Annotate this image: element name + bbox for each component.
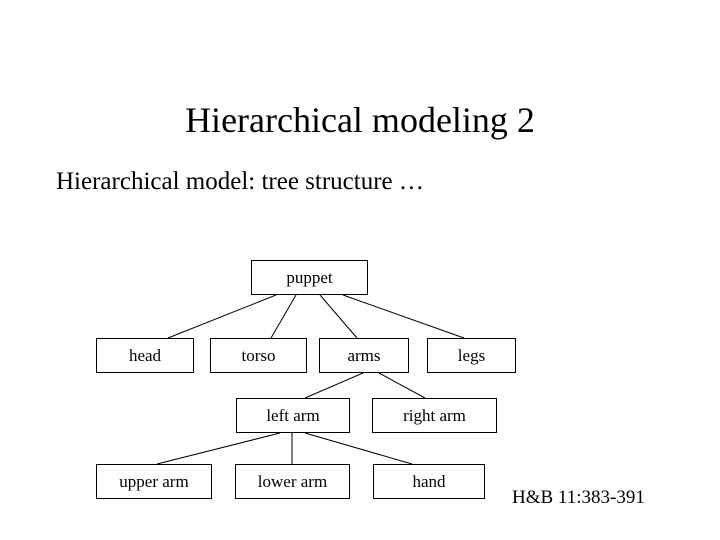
page-title: Hierarchical modeling 2 bbox=[185, 100, 535, 141]
tree-node-label: right arm bbox=[403, 405, 466, 425]
tree-node-label: legs bbox=[457, 345, 486, 365]
tree-node-torso: torso bbox=[210, 338, 307, 373]
tree-node-arms: arms bbox=[319, 338, 409, 373]
slide-subtitle: Hierarchical model: tree structure … bbox=[56, 168, 424, 195]
tree-edge-puppet-to-head bbox=[167, 294, 277, 339]
tree-node-label: left arm bbox=[266, 405, 320, 425]
citation-reference: H&B 11:383-391 bbox=[512, 487, 645, 508]
tree-edge-arms-to-left-arm bbox=[304, 372, 364, 399]
tree-node-label: hand bbox=[412, 471, 446, 491]
tree-node-legs: legs bbox=[427, 338, 516, 373]
tree-node-puppet: puppet bbox=[251, 260, 368, 295]
tree-node-label: upper arm bbox=[119, 471, 189, 491]
tree-node-upper-arm: upper arm bbox=[96, 464, 212, 499]
tree-edge-left-arm-to-upper-arm bbox=[156, 432, 281, 465]
tree-node-head: head bbox=[96, 338, 194, 373]
tree-node-right-arm: right arm bbox=[372, 398, 497, 433]
tree-node-label: torso bbox=[241, 345, 276, 365]
tree-node-label: lower arm bbox=[257, 471, 328, 491]
tree-edge-left-arm-to-hand bbox=[304, 432, 413, 465]
tree-node-label: head bbox=[128, 345, 162, 365]
tree-node-lower-arm: lower arm bbox=[235, 464, 350, 499]
tree-node-hand: hand bbox=[373, 464, 485, 499]
tree-edge-puppet-to-torso bbox=[270, 294, 297, 339]
tree-edge-arms-to-right-arm bbox=[378, 372, 426, 399]
tree-edge-puppet-to-arms bbox=[319, 294, 358, 339]
tree-node-left-arm: left arm bbox=[236, 398, 350, 433]
tree-node-label: puppet bbox=[286, 267, 333, 287]
tree-edge-puppet-to-legs bbox=[342, 294, 465, 339]
tree-node-label: arms bbox=[347, 345, 381, 365]
